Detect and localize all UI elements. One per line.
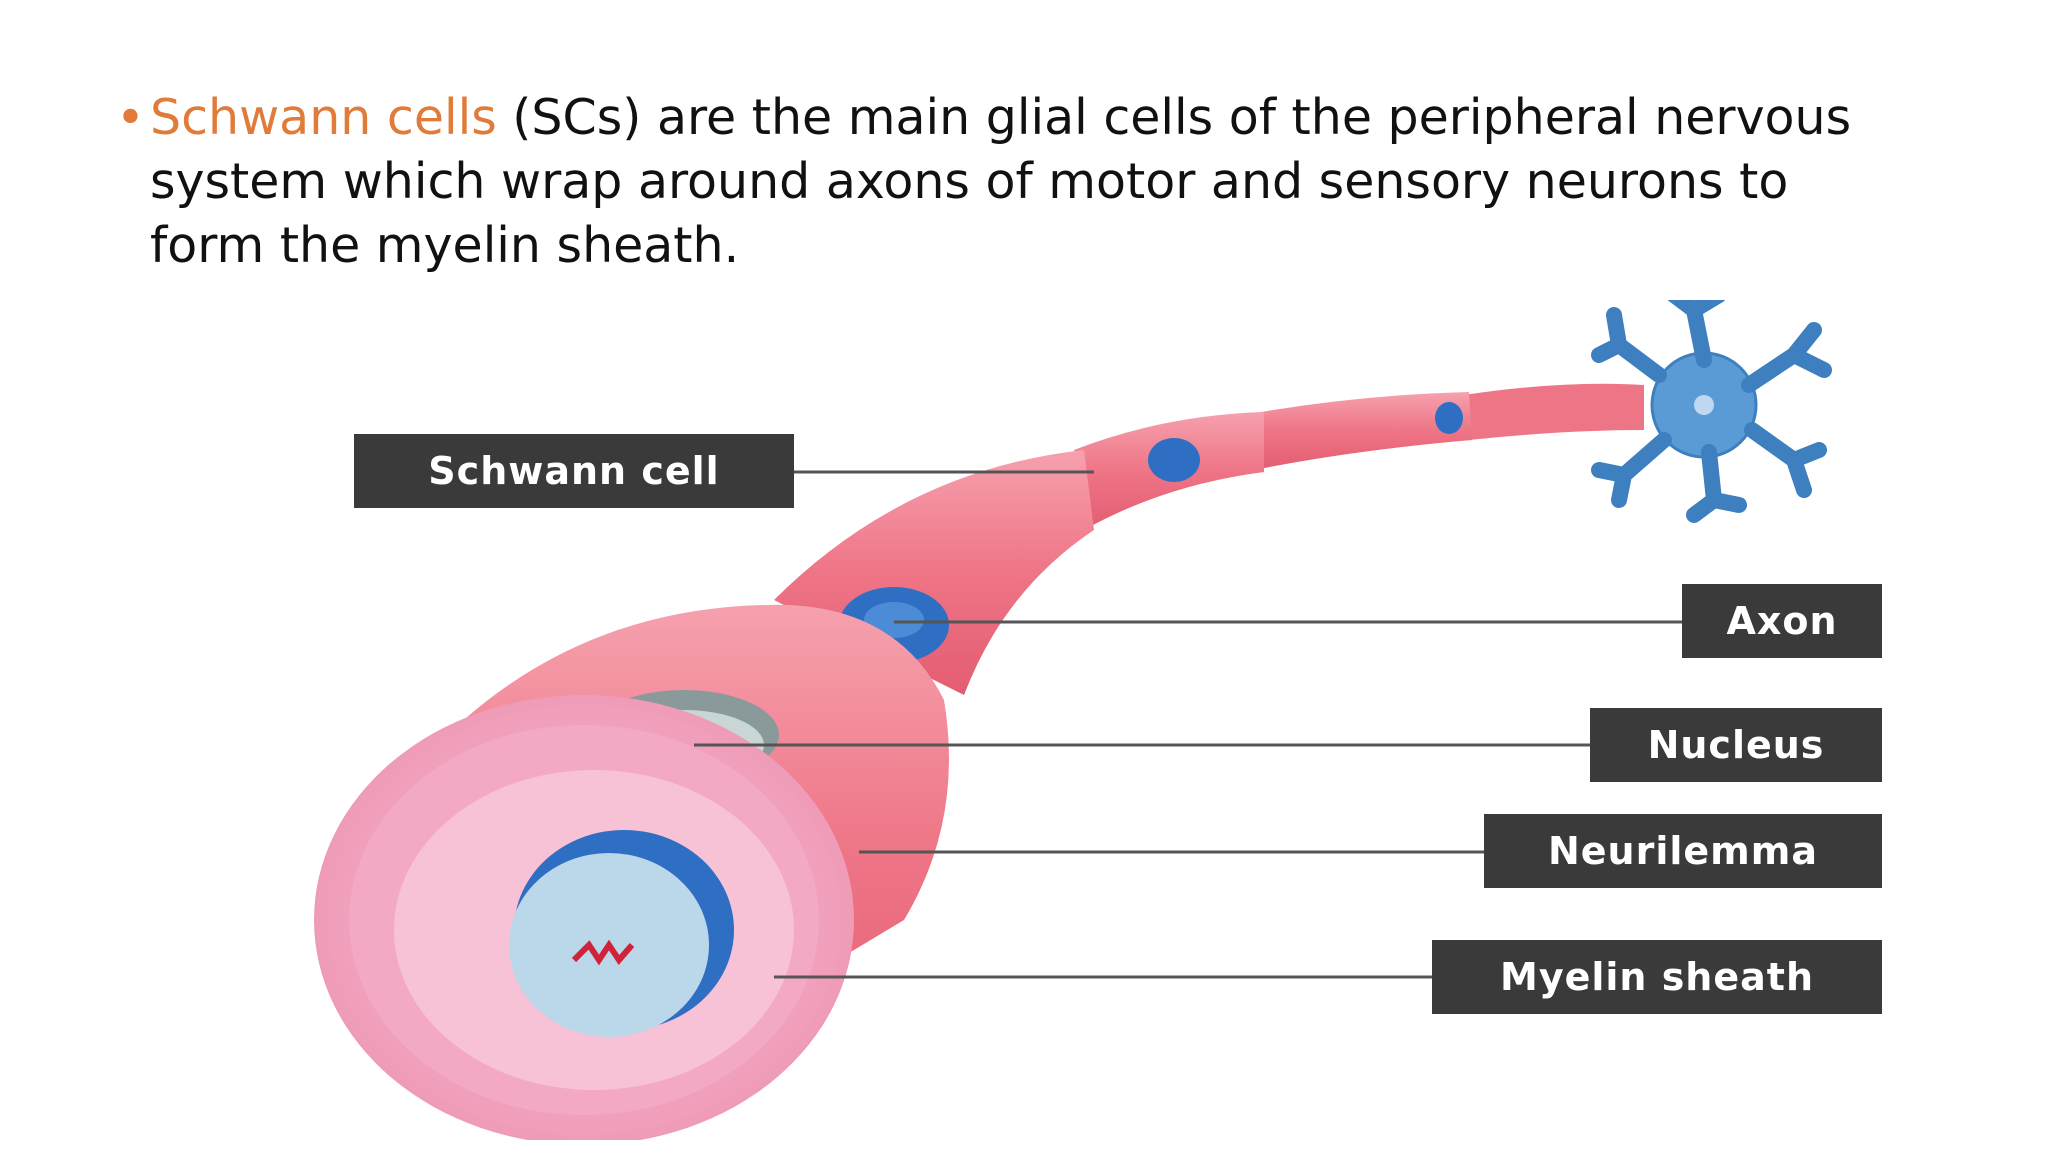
sheath-segment-distal — [1464, 383, 1644, 440]
neuron-cell-body — [1591, 300, 1832, 523]
highlight-term: Schwann cells — [150, 89, 497, 146]
bullet-text-block: • Schwann cells (SCs) are the main glial… — [116, 86, 1910, 278]
label-schwann-cell: Schwann cell — [354, 434, 794, 508]
label-neurilemma: Neurilemma — [1484, 814, 1882, 888]
label-axon: Axon — [1682, 584, 1882, 658]
axoplasm-marker — [571, 939, 635, 966]
bullet-dot: • — [116, 89, 145, 146]
node-nucleus-distal — [1435, 402, 1463, 434]
schwann-cell-diagram: Schwann cell Axon Nucleus Neurilemma Mye… — [204, 300, 1884, 1140]
sheath-segment-4 — [1244, 392, 1472, 470]
nerve-fiber-illustration — [314, 300, 1832, 1140]
node-nucleus-3 — [1148, 438, 1200, 482]
bullet-body-text: (SCs) are the main glial cells of the pe… — [150, 89, 1852, 274]
label-nucleus: Nucleus — [1590, 708, 1882, 782]
leader-lines — [694, 470, 1682, 979]
label-myelin-sheath: Myelin sheath — [1432, 940, 1882, 1014]
